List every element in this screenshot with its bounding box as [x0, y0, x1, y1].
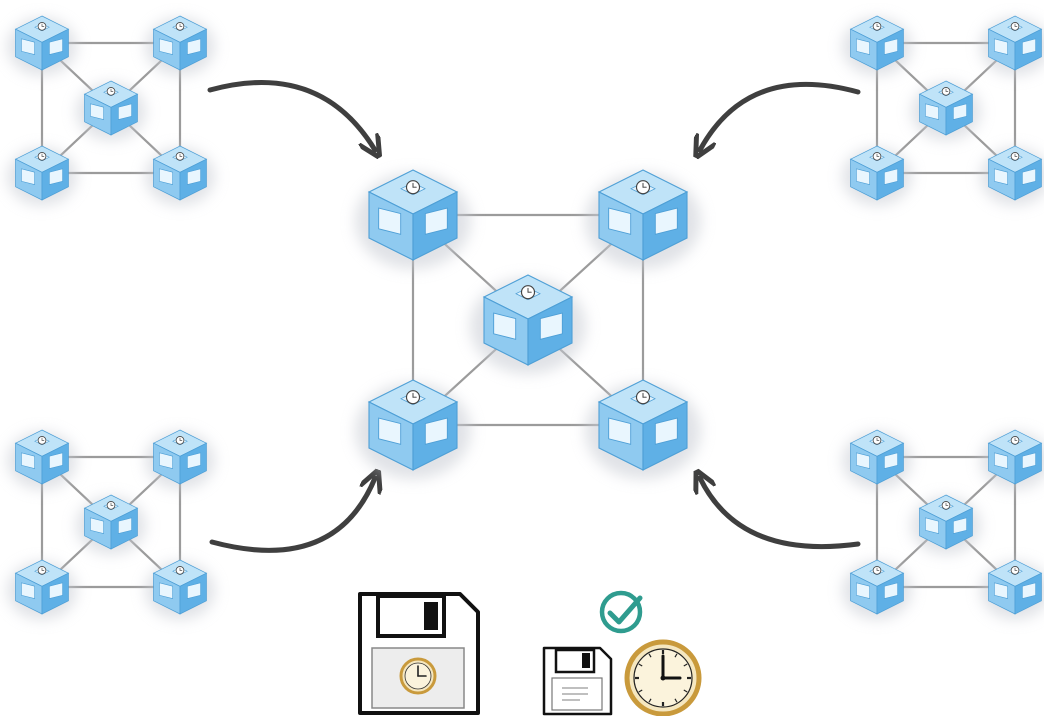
top-left-node-top-right-cube — [145, 15, 215, 76]
bottom-right-node-bottom-right-cube — [980, 559, 1044, 620]
bottom-left-node-bottom-left-cube — [7, 559, 77, 620]
clock-icon — [520, 285, 536, 300]
clock-icon — [1010, 566, 1020, 575]
merge-arrows — [207, 80, 861, 553]
top-right-node-center-cube — [911, 80, 981, 141]
clock-icon — [405, 390, 421, 405]
clock-icon — [1010, 436, 1020, 445]
floppy-disk-icon — [542, 646, 613, 716]
floppy-disk-icon — [358, 592, 480, 715]
clock-icon — [941, 501, 951, 510]
clock-icon — [872, 436, 882, 445]
center-node-top-right-cube — [585, 169, 701, 269]
top-left-node-top-left-cube — [7, 15, 77, 76]
clock-icon — [635, 180, 651, 195]
bottom-left-node-top-right-cube — [145, 429, 215, 490]
clock-icon — [624, 639, 702, 716]
top-right-node-bottom-left-cube — [842, 145, 912, 206]
bottom-right-node-bottom-left-cube — [842, 559, 912, 620]
bottom-right-node-top-left-cube — [842, 429, 912, 490]
clock-icon — [941, 87, 951, 96]
clock-icon — [106, 501, 116, 510]
center-node-bottom-right-cube — [585, 379, 701, 479]
network-nodes — [7, 15, 1044, 620]
bottom-left-node-center-cube — [76, 494, 146, 555]
clock-icon — [37, 566, 47, 575]
clock-icon — [175, 22, 185, 31]
top-left-node-bottom-left-cube — [7, 145, 77, 206]
top-left-node-bottom-right-cube — [145, 145, 215, 206]
clock-icon — [1010, 152, 1020, 161]
clock-icon — [635, 390, 651, 405]
clock-icon — [37, 22, 47, 31]
clock-icon — [175, 566, 185, 575]
clock-icon — [405, 180, 421, 195]
top-left-node-center-cube — [76, 80, 146, 141]
clock-icon — [399, 657, 437, 695]
bottom-left-node-top-left-cube — [7, 429, 77, 490]
clock-icon — [1010, 22, 1020, 31]
clock-icon — [106, 87, 116, 96]
top-right-node-top-left-cube — [842, 15, 912, 76]
clock-icon — [37, 152, 47, 161]
center-node-top-left-cube — [355, 169, 471, 269]
clock-icon — [175, 436, 185, 445]
bottom-left-to-center-arrow-icon — [209, 478, 375, 553]
clock-icon — [37, 436, 47, 445]
clock-icon — [872, 22, 882, 31]
bottom-right-to-center-arrow-icon — [700, 478, 861, 550]
clock-icon — [872, 152, 882, 161]
clock-icon — [175, 152, 185, 161]
checkmark-icon — [599, 590, 643, 634]
legend-icons — [358, 590, 702, 716]
top-right-node-top-right-cube — [980, 15, 1044, 76]
bottom-right-node-top-right-cube — [980, 429, 1044, 490]
top-right-to-center-arrow-icon — [700, 81, 861, 150]
top-left-to-center-arrow-icon — [207, 80, 375, 151]
bottom-left-node-bottom-right-cube — [145, 559, 215, 620]
clock-icon — [872, 566, 882, 575]
top-right-node-bottom-right-cube — [980, 145, 1044, 206]
center-node-bottom-left-cube — [355, 379, 471, 479]
center-node-center-cube — [470, 274, 586, 374]
bottom-right-node-center-cube — [911, 494, 981, 555]
